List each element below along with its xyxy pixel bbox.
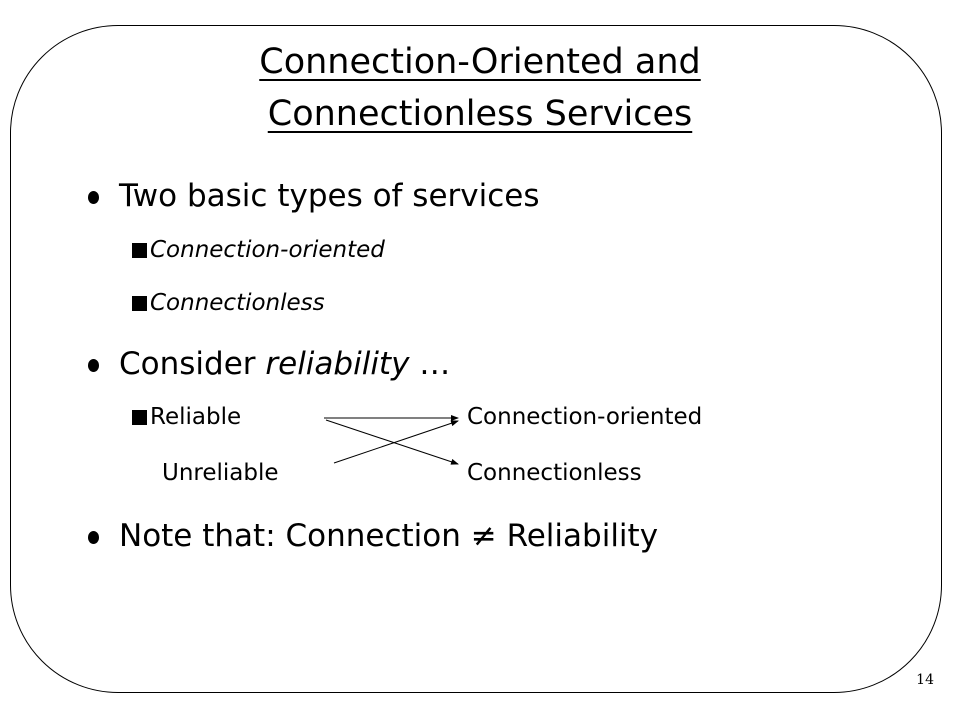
title-line-2: Connectionless Services <box>267 94 693 134</box>
sub-item-connection-oriented: Connection-oriented <box>132 234 385 266</box>
sub-item-connectionless: Connectionless <box>132 287 325 319</box>
mapping-right-connection-oriented: Connection-oriented <box>467 404 703 430</box>
square-bullet-icon <box>132 243 147 258</box>
bullet-consider-reliability: Consider reliability … <box>119 346 451 382</box>
mapping-left-unreliable: Unreliable <box>162 460 279 486</box>
arrow-unreliable-to-connection-oriented <box>333 420 459 464</box>
slide-frame <box>10 25 942 693</box>
bullet-dot-icon <box>88 359 99 372</box>
title-line-1: Connection-Oriented and <box>259 42 701 82</box>
arrow-reliable-to-connectionless <box>325 419 459 465</box>
bullet-dot-icon <box>88 531 99 544</box>
bullet-connection-not-reliability: Note that: Connection ≠ Reliability <box>119 518 659 554</box>
mapping-left-reliable: Reliable <box>132 401 241 433</box>
not-equal-symbol: ≠ <box>470 518 497 554</box>
slide-title: Connection-Oriented and Connectionless S… <box>0 36 960 140</box>
mapping-right-connectionless: Connectionless <box>467 460 642 486</box>
bullet-dot-icon <box>88 191 99 204</box>
square-bullet-icon <box>132 296 147 311</box>
page-number: 14 <box>916 672 934 688</box>
bullet-service-types: Two basic types of services <box>119 178 540 214</box>
square-bullet-icon <box>132 410 147 425</box>
